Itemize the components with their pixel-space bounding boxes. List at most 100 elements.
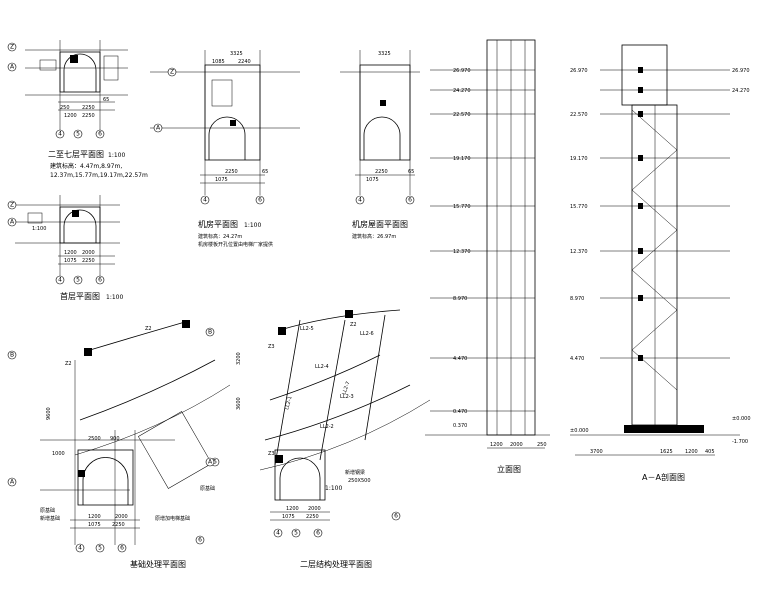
axis-bubble: 4 (203, 197, 207, 204)
plan-f27-scale: 1:100 (108, 152, 125, 159)
plan-foundation-dim-7: 2500 (88, 436, 101, 442)
section-dim-bottom: 1625 (660, 449, 673, 455)
section-level-left: 8.970 (570, 296, 584, 302)
plan-machine-dim-5: 65 (262, 169, 268, 175)
elev-level: 15.770 (453, 204, 471, 210)
axis-bubble: 4 (276, 530, 280, 537)
grid-label: Z2 (350, 322, 357, 328)
plan-structure-dim: 3600 (236, 397, 242, 410)
plan-structure-label: LL2-2 (320, 424, 334, 430)
plan-foundation-label: 原基础 (40, 507, 55, 514)
section-level-left: 15.770 (570, 204, 588, 210)
section-level-left: 26.970 (570, 68, 588, 74)
elev-level: 0.370 (453, 423, 467, 429)
plan-foundation-label: 新增基础 (40, 515, 60, 522)
plan-structure-label: 新增钢梁 (345, 469, 365, 476)
plan-structure-scale: 1:100 (325, 485, 342, 492)
plan-f27-dim-3: 65 (103, 97, 109, 103)
section-level-right: 24.270 (732, 88, 750, 94)
section-level-left: ±0.000 (570, 428, 589, 434)
plan-roof-dim-1: 3325 (378, 51, 391, 57)
plan-structure-label: 250X500 (348, 478, 371, 484)
section-slab-marker (638, 295, 643, 301)
section-slab-marker (638, 355, 643, 361)
plan-roof-dim-3: 65 (408, 169, 414, 175)
axis-bubble: 6 (120, 545, 124, 552)
plan-ground-scale: 1:100 (106, 294, 123, 301)
section-level-right: 26.970 (732, 68, 750, 74)
plan-structure-dim: 1200 (286, 506, 299, 512)
axis-bubble: 4 (58, 131, 62, 138)
axis-bubble: 5 (76, 277, 80, 284)
section-level-left: 19.170 (570, 156, 588, 162)
axis-bubble: B (10, 352, 14, 359)
plan-machine-scale: 1:100 (244, 222, 261, 229)
plan-ground-dim-2: 2000 (82, 250, 95, 256)
elevation-view: 26.970 24.270 22.570 19.170 15.770 12.37… (425, 39, 550, 474)
section-slab-marker (638, 155, 643, 161)
axis-bubble: Z (170, 69, 174, 76)
elev-level: 19.170 (453, 156, 471, 162)
section-dim-bottom: 1200 (685, 449, 698, 455)
axis-bubble: 6 (316, 530, 320, 537)
svg-text:1:100: 1:100 (32, 226, 46, 232)
elev-level: 12.370 (453, 249, 471, 255)
axis-bubble: 6 (98, 131, 102, 138)
plan-f27-dim-1: 250 (60, 105, 70, 111)
plan-machine-title: 机房平面图 (198, 219, 238, 229)
plan-foundation-label: 原增加电梯基础 (155, 515, 190, 522)
plan-structure-label: LL2-4 (315, 364, 329, 370)
plan-foundation: 9600 1000 2500 900 1200 2000 1075 2250 原… (7, 320, 231, 569)
grid-label: Z3 (268, 344, 275, 350)
elev-dim: 2000 (510, 442, 523, 448)
axis-bubble: Z (10, 202, 14, 209)
axis-bubble: B (208, 329, 212, 336)
plan-ground-floor: 1:100 1200 2000 1075 2250 Z A 4 5 6 首层平面… (7, 195, 123, 301)
section-slab-marker (638, 248, 643, 254)
axis-bubble: A (10, 219, 15, 226)
plan-ground-dim-3: 1075 (64, 258, 77, 264)
plan-foundation-dim-8: 900 (110, 436, 120, 442)
plan-machine-roof: 3325 2250 65 1075 4 6 机房屋面平面图 建筑标高：26.97… (340, 50, 420, 240)
section-title: A－A剖面图 (642, 472, 685, 482)
section-dim-bottom: 405 (705, 449, 715, 455)
axis-bubble: 5 (294, 530, 298, 537)
axis-bubble: A (208, 459, 213, 466)
section-level-right: ±0.000 (732, 416, 751, 422)
plan-foundation-dim-6: 1000 (52, 451, 65, 457)
plan-ground-dim-1: 1200 (64, 250, 77, 256)
elev-level: 0.470 (453, 409, 467, 415)
elev-level: 8.970 (453, 296, 467, 302)
axis-bubble: 4 (58, 277, 62, 284)
elevation-title: 立面图 (497, 464, 521, 474)
section-level-right: -1.700 (732, 439, 748, 445)
plan-f27-note-1: 建筑标高：4.47m,8.97m, (50, 162, 122, 170)
axis-bubble: 6 (408, 197, 412, 204)
grid-label: Z2 (145, 326, 152, 332)
plan-f27-note-2: 12.37m,15.77m,19.17m,22.57m (50, 172, 148, 179)
plan-roof-note-1: 建筑标高：26.97m (352, 233, 396, 240)
plan-structure-label: LL2-3 (340, 394, 354, 400)
plan-structure-dim: 2250 (306, 514, 319, 520)
axis-bubble: 5 (213, 459, 217, 466)
elev-level: 24.270 (453, 88, 471, 94)
axis-bubble: 4 (358, 197, 362, 204)
plan-f27-dim-5: 2250 (82, 113, 95, 119)
axis-bubble: 6 (98, 277, 102, 284)
grid-label: Z2 (65, 361, 72, 367)
section-dim-bottom: 3700 (590, 449, 603, 455)
plan-foundation-dim-5: 9600 (46, 407, 52, 420)
plan-machine-note-2: 机房楼板开孔位置由电梯厂家提供 (198, 241, 273, 248)
elev-level: 4.470 (453, 356, 467, 362)
section-slab-marker (638, 203, 643, 209)
plan-f27-title: 二至七层平面图 (48, 150, 104, 159)
axis-bubble: A (10, 479, 15, 486)
section-a-a: 26.970 22.570 19.170 15.770 12.370 8.970… (570, 44, 751, 482)
axis-bubble: A (156, 125, 161, 132)
plan-machine-note-1: 建筑标高：24.27m (198, 233, 242, 240)
plan-foundation-label: 原基础 (200, 485, 215, 492)
plan-foundation-title: 基础处理平面图 (130, 559, 186, 569)
plan-structure-label: LL2-1 (284, 396, 293, 411)
plan-roof-title: 机房屋面平面图 (352, 219, 408, 229)
